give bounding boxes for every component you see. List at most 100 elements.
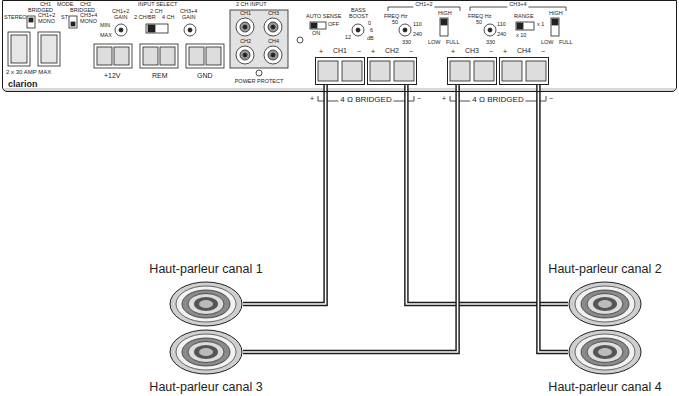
brand-logo: clarion [8,80,38,89]
amp-face [4,88,675,91]
panel-label: OFF [328,22,339,28]
output-screws [474,61,494,81]
power-terminal [94,44,132,68]
amp-face [2,0,677,92]
panel-label: CH1 [240,11,251,17]
power-terminal [206,47,221,65]
speaker-cap [199,348,213,356]
slide-switch [311,23,317,28]
rca-jacks [297,37,303,43]
panel-label: 240 [497,32,506,38]
output-screws [450,61,470,81]
slide-switch [517,23,523,29]
mode-switch [71,22,75,26]
panel-label: + [310,95,314,102]
speaker-cap [194,345,218,359]
panel-label: INPUT SELECT [138,2,177,8]
panel-label: FREQ Hz [384,14,408,20]
knob [184,24,196,36]
power-terminal [189,47,204,65]
panel-label: 4 Ω BRIDGED [470,96,525,104]
knob [488,28,492,32]
bracket [318,7,566,101]
panel-label: CH3 [268,11,279,17]
speaker: Haut-parleur canal 4 [568,329,642,375]
speaker-art [568,329,642,375]
knob [356,28,360,32]
output-terminal: CH1 [316,58,364,84]
panel-label: 4 CH [162,15,175,21]
channel-label: CH3 [448,47,496,54]
panel-label: − [549,95,553,102]
power-terminal [140,44,178,68]
slide-switch [516,22,534,30]
power-terminal [97,47,112,65]
rca-jacks [256,70,262,76]
panel-label: MODE [57,2,74,8]
panel-label: 2 CH/BR [134,15,156,21]
slide-switch [440,18,448,36]
speaker-cap [593,297,617,311]
panel-label: 0 [368,21,371,27]
panel-label: CH1+2 [112,9,129,15]
rca-jacks [236,18,254,36]
speaker-cone [182,290,230,318]
power-terminal [186,44,224,68]
panel-label: LOW [428,40,441,46]
speaker-cap [199,300,213,308]
speaker-cap [194,297,218,311]
speaker-ring [176,286,236,322]
panel-label: CH1 [40,2,51,8]
knob [403,28,407,32]
panel-label: MONO [80,19,97,25]
channel-label: CH2 [368,47,416,54]
panel-label: MIN [100,23,110,29]
panel-label: − [357,48,361,55]
panel-label: MAX [100,33,112,39]
knob [484,24,496,36]
speaker: Haut-parleur canal 1 [169,281,243,327]
amplifier-box: clarionCH1CH2CH3CH4 [2,0,677,92]
panel-label: 2 CH INPUT [236,2,267,8]
rca-jacks [268,22,278,32]
power-terminal [94,44,224,68]
channel-label: CH4 [500,47,548,54]
speaker-rim [170,330,242,374]
panel-label: + [319,48,323,55]
panel-label: AUTO SENSE [306,14,341,20]
slide-switch [146,24,168,33]
output-screws [342,61,362,81]
panel-label: + [371,48,375,55]
slide-switch [441,19,447,25]
panel-label: 12 [345,35,351,41]
knob [115,24,496,36]
panel-label: 330 [402,40,411,46]
wire-outer [406,84,568,304]
panel-label: HIGH [549,11,563,17]
speaker-cap [593,345,617,359]
fuse [8,32,30,66]
panel-label: 2 x 30 AMP MAX [6,69,51,75]
speaker-label: Haut-parleur canal 2 [548,263,661,276]
rca-jacks [268,50,278,60]
output-terminal: CH4 [500,58,548,84]
panel-label: CH2 [240,39,251,45]
power-terminal [160,47,175,65]
panel-label: + [442,95,446,102]
panel-label: 50 [476,20,482,26]
panel-label: CH2 [80,2,91,8]
mode-switch [69,16,77,28]
rca-jacks [264,46,282,64]
panel-label: ST [61,15,68,21]
rca-jacks [243,53,247,57]
panel-label: FULL [559,40,572,46]
panel-label: CH1+2 [38,13,55,19]
rca-jacks [271,53,275,57]
panel-label: RANGE [514,14,534,20]
speaker: Haut-parleur canal 3 [169,329,243,375]
panel-label: 110 [497,22,506,28]
panel-label: FULL [446,40,459,46]
speaker-cone [587,342,623,363]
